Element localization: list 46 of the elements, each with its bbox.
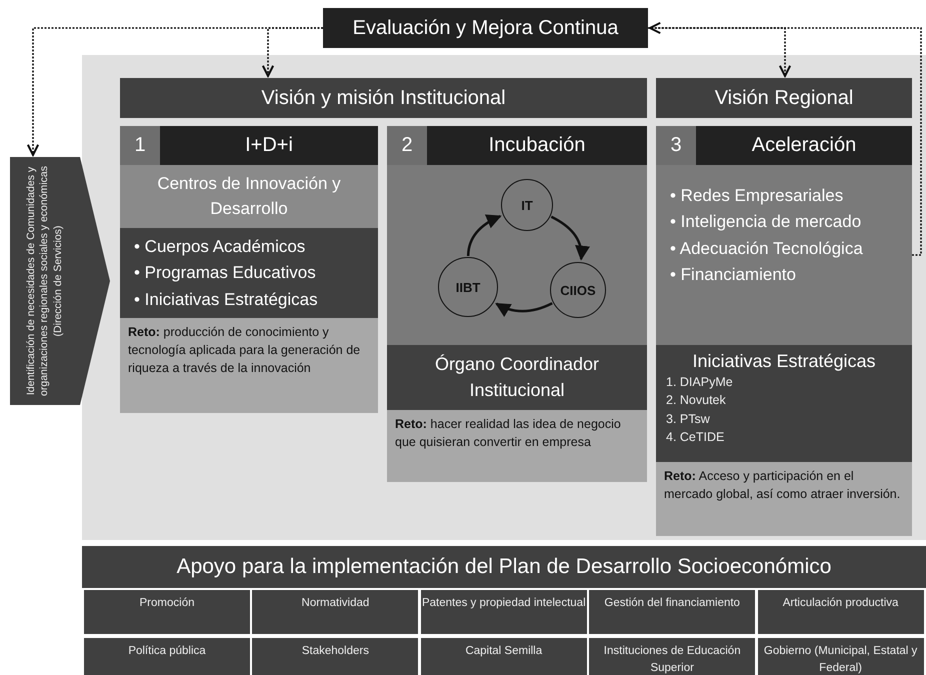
pentagon-box (10, 157, 110, 405)
table-cell: Promoción (84, 590, 250, 634)
step-number: 3 (656, 126, 696, 165)
list-item: 4. CeTIDE (665, 428, 726, 445)
panel-heading: Iniciativas Estratégicas (691, 350, 877, 372)
list-item: • Cuerpos Académicos (134, 236, 306, 258)
dotted-arrow (648, 22, 922, 256)
table-cell: Instituciones de Educación Superior (589, 638, 756, 675)
table-cell: Patentes y propiedad intelectual (420, 590, 587, 634)
list-item: • Iniciativas Estratégicas (134, 288, 319, 311)
table-cell: Normatividad (252, 590, 418, 634)
table-cell: Gestión del financiamiento (589, 590, 756, 634)
cycle-arrow (550, 216, 590, 261)
step-number: 2 (387, 126, 427, 165)
list-item: • Programas Educativos (134, 262, 317, 284)
list-item: • Redes Empresariales (670, 185, 844, 207)
bullet-panel (656, 165, 912, 345)
section-header: Visión Regional (656, 78, 912, 118)
table-cell: Capital Semilla (420, 638, 587, 675)
vertical-label: Identificación de necesidades de Comunidades y organizaciones regionales sociales y económicas (Dirección de Servicios) (24, 165, 65, 398)
dotted-arrow (648, 27, 792, 78)
cycle-arrow (466, 214, 502, 256)
cycle-arrow (495, 302, 553, 317)
dotted-arrow (262, 27, 323, 78)
column-title: Aceleración (696, 126, 912, 165)
list-item: • Inteligencia de mercado (670, 211, 862, 234)
list-item: • Adecuación Tecnológica (670, 238, 864, 260)
list-item: 3. PTsw (665, 410, 711, 427)
table-cell: Stakeholders (252, 638, 418, 675)
heading-box: Evaluación y Mejora Continua (323, 8, 648, 48)
list-item: • Financiamiento (670, 264, 797, 286)
table-cell: Política pública (84, 638, 250, 675)
bullet-panel (120, 228, 378, 318)
subheading-band: Centros de Innovación y Desarrollo (120, 165, 378, 228)
list-item: 1. DIAPyMe (665, 374, 734, 390)
list-item: 2. Novutek (665, 392, 727, 408)
column-title: Incubación (427, 126, 647, 165)
table-cell: Gobierno (Municipal, Estatal y Federal) (758, 638, 924, 675)
column-title: I+D+i (160, 126, 378, 165)
initiatives-panel (656, 345, 912, 462)
step-number: 1 (120, 126, 160, 165)
panel-title: Apoyo para la implementación del Plan de Desarrollo Socioeconómico (82, 546, 926, 588)
table-cell: Articulación productiva (758, 590, 924, 634)
subheading-band: Órgano Coordinador Institucional (387, 345, 647, 410)
support-panel (82, 546, 926, 675)
section-header: Visión y misión Institucional (120, 78, 647, 118)
